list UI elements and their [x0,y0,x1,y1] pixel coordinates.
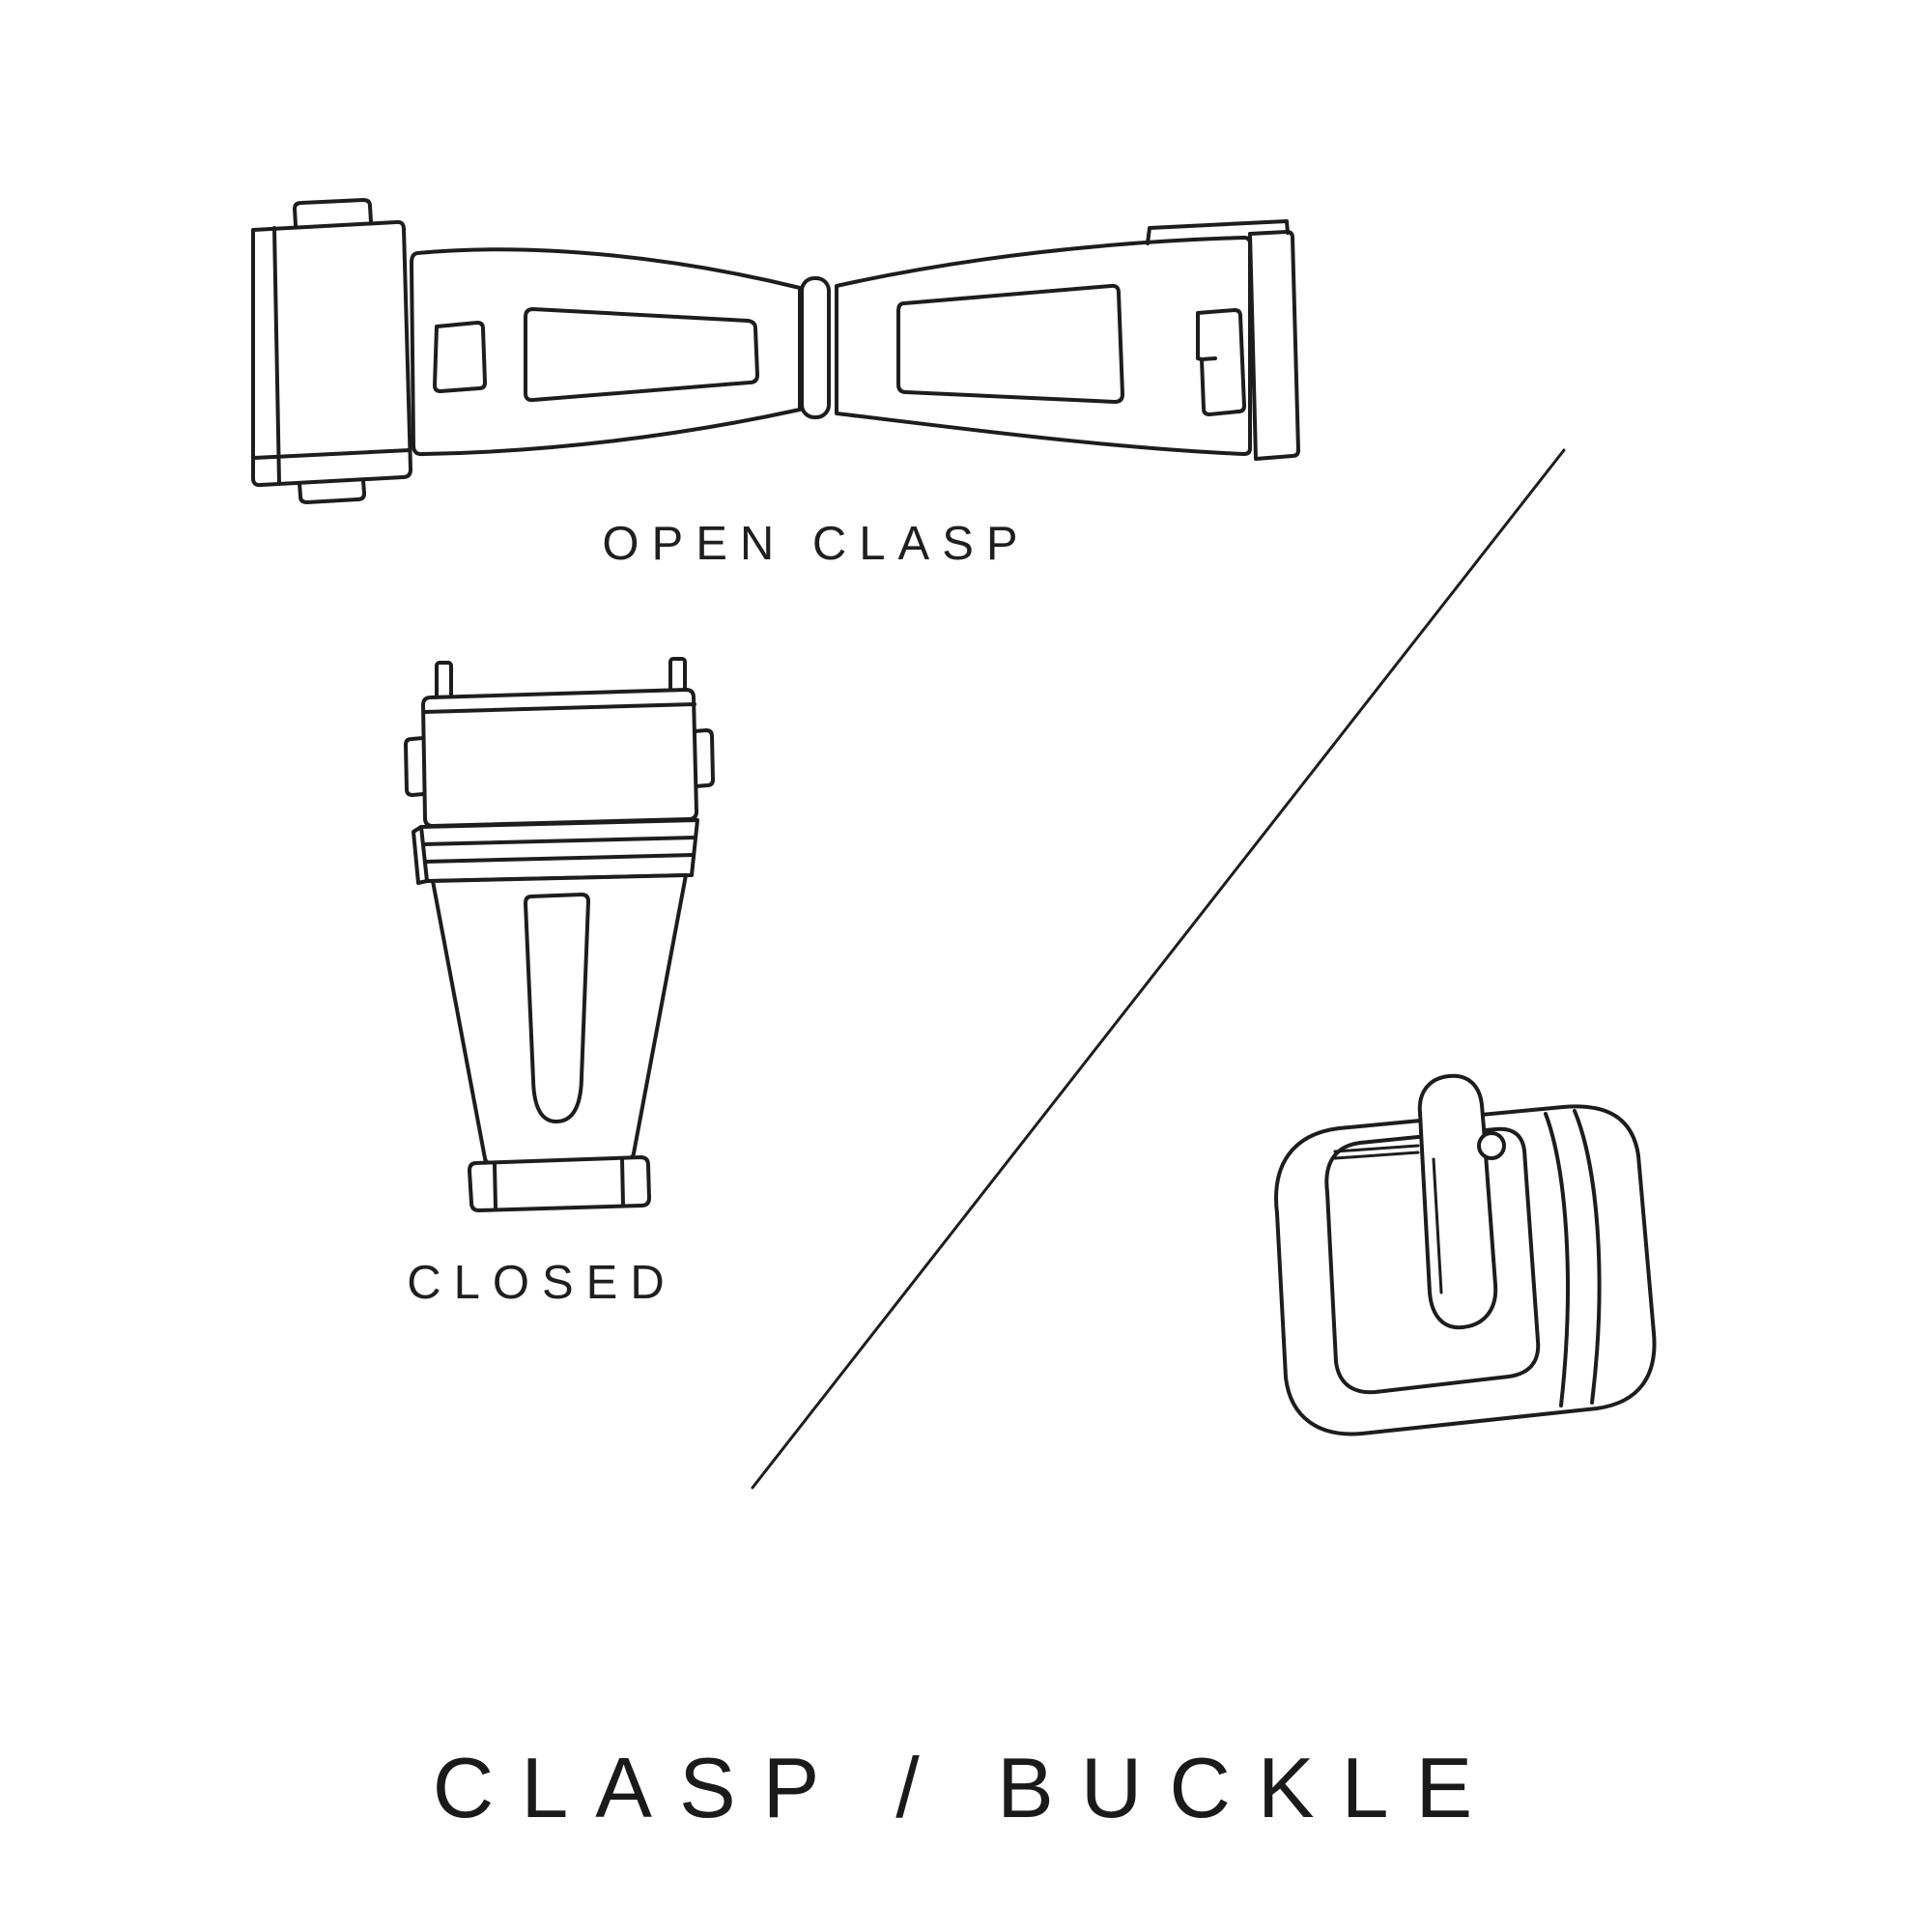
open-clasp-label: OPEN CLASP [602,518,1031,570]
page-title: CLASP / BUCKLE [432,1740,1500,1835]
closed-clasp-illustration [404,657,715,1212]
open-clasp-illustration [251,198,1300,504]
closed-clasp-label: CLOSED [407,1257,677,1309]
divider-line [751,448,1566,1490]
pin-buckle-illustration [1274,1073,1657,1436]
